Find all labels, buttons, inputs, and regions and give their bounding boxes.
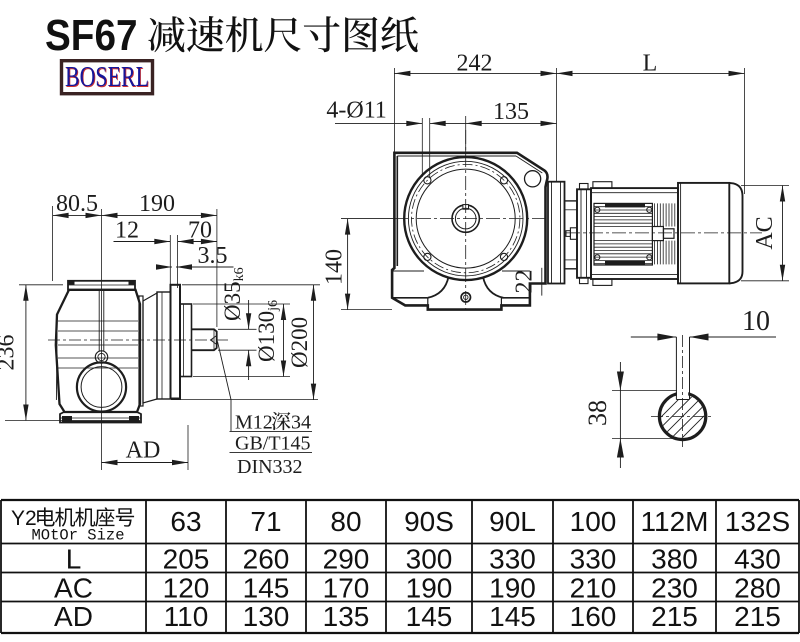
svg-text:L: L bbox=[66, 544, 82, 575]
svg-text:135: 135 bbox=[493, 99, 529, 125]
svg-text:330: 330 bbox=[570, 544, 617, 575]
svg-text:215: 215 bbox=[651, 601, 698, 632]
svg-text:100: 100 bbox=[570, 506, 617, 537]
svg-text:38: 38 bbox=[583, 400, 612, 426]
svg-text:AD: AD bbox=[54, 601, 93, 632]
svg-text:M12: M12 bbox=[235, 412, 273, 434]
svg-text:242: 242 bbox=[457, 51, 493, 77]
svg-text:132S: 132S bbox=[725, 506, 790, 537]
svg-text:71: 71 bbox=[250, 506, 281, 537]
svg-text:10: 10 bbox=[742, 306, 770, 337]
svg-text:63: 63 bbox=[170, 506, 201, 537]
svg-text:280: 280 bbox=[734, 573, 781, 604]
svg-text:145: 145 bbox=[243, 573, 290, 604]
svg-text:L: L bbox=[643, 51, 658, 77]
svg-text:215: 215 bbox=[734, 601, 781, 632]
svg-text:GB/T145: GB/T145 bbox=[235, 433, 311, 455]
svg-text:DIN332: DIN332 bbox=[237, 456, 303, 478]
svg-text:90L: 90L bbox=[489, 506, 536, 537]
svg-text:110: 110 bbox=[164, 601, 209, 632]
svg-text:3.5: 3.5 bbox=[198, 243, 228, 269]
svg-text:290: 290 bbox=[323, 544, 370, 575]
svg-text:380: 380 bbox=[651, 544, 698, 575]
svg-text:170: 170 bbox=[323, 573, 370, 604]
svg-text:160: 160 bbox=[570, 601, 617, 632]
svg-text:MOtOr Size: MOtOr Size bbox=[32, 527, 125, 545]
svg-text:135: 135 bbox=[323, 601, 370, 632]
svg-text:120: 120 bbox=[163, 573, 210, 604]
svg-text:140: 140 bbox=[322, 249, 348, 285]
svg-text:80.5: 80.5 bbox=[56, 191, 98, 217]
svg-text:SF67: SF67 bbox=[45, 11, 138, 60]
svg-text:Ø35k6: Ø35k6 bbox=[220, 267, 247, 321]
svg-text:236: 236 bbox=[0, 335, 20, 371]
svg-text:230: 230 bbox=[651, 573, 698, 604]
svg-text:Ø200: Ø200 bbox=[287, 317, 312, 368]
svg-text:BOSERL: BOSERL bbox=[65, 62, 149, 93]
svg-text:260: 260 bbox=[243, 544, 290, 575]
svg-text:130: 130 bbox=[243, 601, 290, 632]
svg-text:210: 210 bbox=[570, 573, 617, 604]
svg-text:330: 330 bbox=[489, 544, 536, 575]
svg-text:4-Ø11: 4-Ø11 bbox=[326, 98, 386, 124]
svg-text:205: 205 bbox=[163, 544, 210, 575]
svg-text:Ø130j6: Ø130j6 bbox=[254, 300, 281, 362]
svg-text:112M: 112M bbox=[641, 506, 709, 537]
svg-text:190: 190 bbox=[406, 573, 453, 604]
svg-text:70: 70 bbox=[188, 218, 212, 244]
svg-text:190: 190 bbox=[489, 573, 536, 604]
svg-text:300: 300 bbox=[406, 544, 453, 575]
svg-text:Y2: Y2 bbox=[11, 507, 37, 530]
svg-text:AD: AD bbox=[126, 438, 161, 464]
svg-text:145: 145 bbox=[489, 601, 536, 632]
svg-text:145: 145 bbox=[406, 601, 453, 632]
svg-text:34: 34 bbox=[291, 412, 311, 434]
svg-text:AC: AC bbox=[752, 216, 778, 249]
svg-text:190: 190 bbox=[139, 191, 175, 217]
svg-text:430: 430 bbox=[734, 544, 781, 575]
svg-text:80: 80 bbox=[330, 506, 361, 537]
svg-text:90S: 90S bbox=[404, 506, 454, 537]
svg-text:22: 22 bbox=[512, 270, 538, 294]
svg-text:12: 12 bbox=[115, 218, 139, 244]
svg-text:AC: AC bbox=[54, 573, 93, 604]
